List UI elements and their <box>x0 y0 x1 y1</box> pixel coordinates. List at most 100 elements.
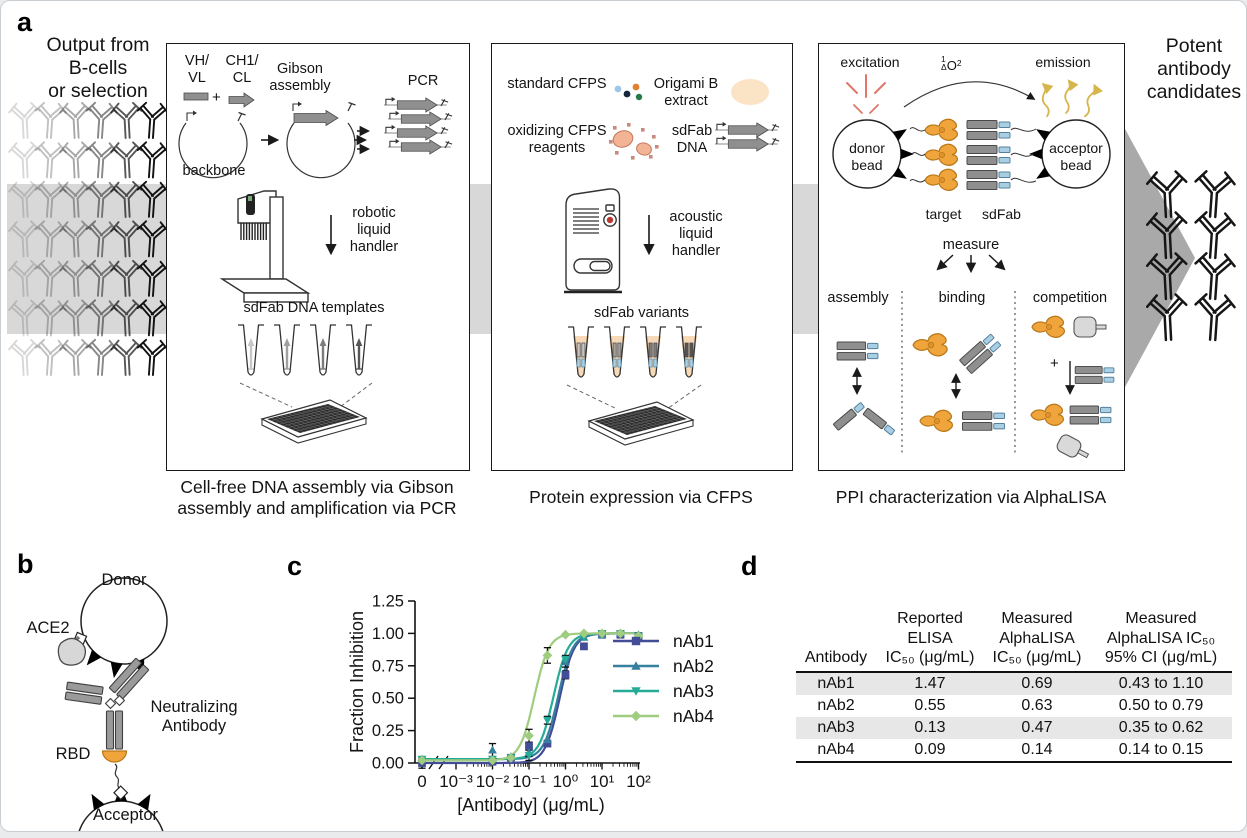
bcell-antibody-icon <box>58 141 93 180</box>
bcell-antibody-icon <box>83 180 119 219</box>
candidate-antibody-icon <box>1145 169 1190 220</box>
acceptor-bead-icon <box>78 785 164 831</box>
rbd-linker <box>114 763 121 790</box>
svg-text:10²: 10² <box>626 772 651 791</box>
target-sdfab-rows <box>909 118 1037 191</box>
amplification-arrows-icon <box>354 125 371 155</box>
bcell-antibody-icon <box>7 259 42 298</box>
vh-vl-label: VH/VL <box>184 53 210 87</box>
emission-label: emission <box>1035 54 1091 70</box>
legend-label: nAb2 <box>673 655 714 676</box>
legend-entry-nAb4: nAb4 <box>613 706 714 726</box>
neutralization-schematic-art <box>57 577 168 831</box>
target-label: target <box>925 206 962 222</box>
table-cell: nAb3 <box>817 718 855 736</box>
chart-legend: nAb1 nAb2 nAb3 nAb4 <box>613 631 714 726</box>
box2-caption: Protein expression via CFPS <box>529 487 753 507</box>
dna-assembly-art <box>178 92 453 444</box>
bcell-antibody-icon <box>83 298 119 338</box>
svg-text:0.00: 0.00 <box>372 755 404 773</box>
bcell-antibody-icon <box>58 259 93 298</box>
bcell-antibody-icon <box>134 338 170 377</box>
bcell-antibody-icon <box>32 219 68 259</box>
svg-text:10⁻²: 10⁻² <box>476 772 510 791</box>
bcell-output-label: Output from B-cells or selection <box>46 34 150 102</box>
robotic-liquid-handler-icon <box>219 190 311 303</box>
output-label: Potent antibody candidates <box>1146 35 1242 103</box>
box3-caption: PPI characterization via AlphaLISA <box>835 487 1107 507</box>
table-cell: 0.14 to 0.15 <box>1118 740 1204 758</box>
svg-text:0.75: 0.75 <box>372 657 404 675</box>
legend-entry-nAb3: nAb3 <box>613 680 714 701</box>
ch1-cl-label: CH1/CL <box>225 53 259 87</box>
svg-text:10⁻¹: 10⁻¹ <box>512 772 546 791</box>
bcell-antibody-icon <box>83 259 119 298</box>
bcell-antibody-icon <box>32 338 68 377</box>
cfps-expression-art <box>564 79 780 446</box>
acceptor-bead-icon <box>1029 119 1111 189</box>
assembled-plasmid-icon <box>286 101 356 179</box>
candidate-antibody-icon <box>1191 169 1237 220</box>
backbone-label: backbone <box>182 163 246 179</box>
bcell-antibody-icon <box>109 299 144 338</box>
ace2-icon <box>57 635 87 666</box>
excitation-rays-icon <box>846 74 886 114</box>
candidate-antibody-icon <box>1191 210 1237 261</box>
table-cell: nAb4 <box>817 740 855 758</box>
pcr-label: PCR <box>407 73 439 89</box>
bcell-antibody-icon <box>134 180 170 219</box>
bcell-antibody-icon <box>58 338 93 377</box>
candidate-antibody-icon <box>1191 251 1237 302</box>
table-cell: nAb1 <box>817 674 855 692</box>
svg-text:10⁰: 10⁰ <box>553 772 579 791</box>
bcell-antibody-icon <box>109 220 144 259</box>
candidate-antibody-icon <box>1191 292 1237 343</box>
candidate-antibody-icon <box>1145 210 1190 261</box>
binding-mode-icons <box>912 332 1006 432</box>
svg-text:0.25: 0.25 <box>372 722 404 740</box>
svg-text:Fraction Inhibition: Fraction Inhibition <box>347 611 367 753</box>
sdfab-dna-templates-label: sdFab DNA templates <box>243 300 385 316</box>
legend-entry-nAb2: nAb2 <box>613 655 714 676</box>
panel-b-label: b <box>17 549 34 579</box>
table-cell: 0.69 <box>1021 674 1053 692</box>
bcell-antibody-icon <box>83 219 119 259</box>
bcell-antibody-icon <box>32 298 68 338</box>
funnel-dashes <box>239 382 373 408</box>
bcell-antibody-icon <box>7 101 42 140</box>
excitation-label: excitation <box>840 54 900 70</box>
measure-label: measure <box>942 237 1000 253</box>
table-cell: 0.13 <box>914 718 946 736</box>
donor-bead-icon <box>72 577 168 679</box>
panel-c-label: c <box>287 551 303 581</box>
legend-entry-nAb1: nAb1 <box>613 631 714 651</box>
cfps-reagent-dots-icon <box>614 83 643 101</box>
svg-text:10⁻³: 10⁻³ <box>439 772 473 791</box>
acoustic-liquid-handler-icon <box>564 188 622 294</box>
pcr-products-icon <box>383 96 453 155</box>
legend-label: nAb3 <box>673 680 714 701</box>
bcell-antibody-icon <box>58 299 93 338</box>
svg-text:1.00: 1.00 <box>372 625 404 643</box>
table-cell: 1.47 <box>914 674 946 692</box>
table-cell: 0.47 <box>1021 718 1053 736</box>
assembly-label: assembly <box>827 290 889 306</box>
donor-label: Donor <box>101 571 147 589</box>
table-cell: 0.09 <box>914 740 946 758</box>
table-cell: 0.35 to 0.62 <box>1118 718 1204 736</box>
svg-text:0: 0 <box>417 772 426 791</box>
oxidizing-reagents-icon <box>609 123 659 160</box>
bcell-antibody-icon <box>134 298 170 338</box>
assembly-mode-icons <box>832 341 896 437</box>
bcell-antibody-icon <box>32 180 68 219</box>
